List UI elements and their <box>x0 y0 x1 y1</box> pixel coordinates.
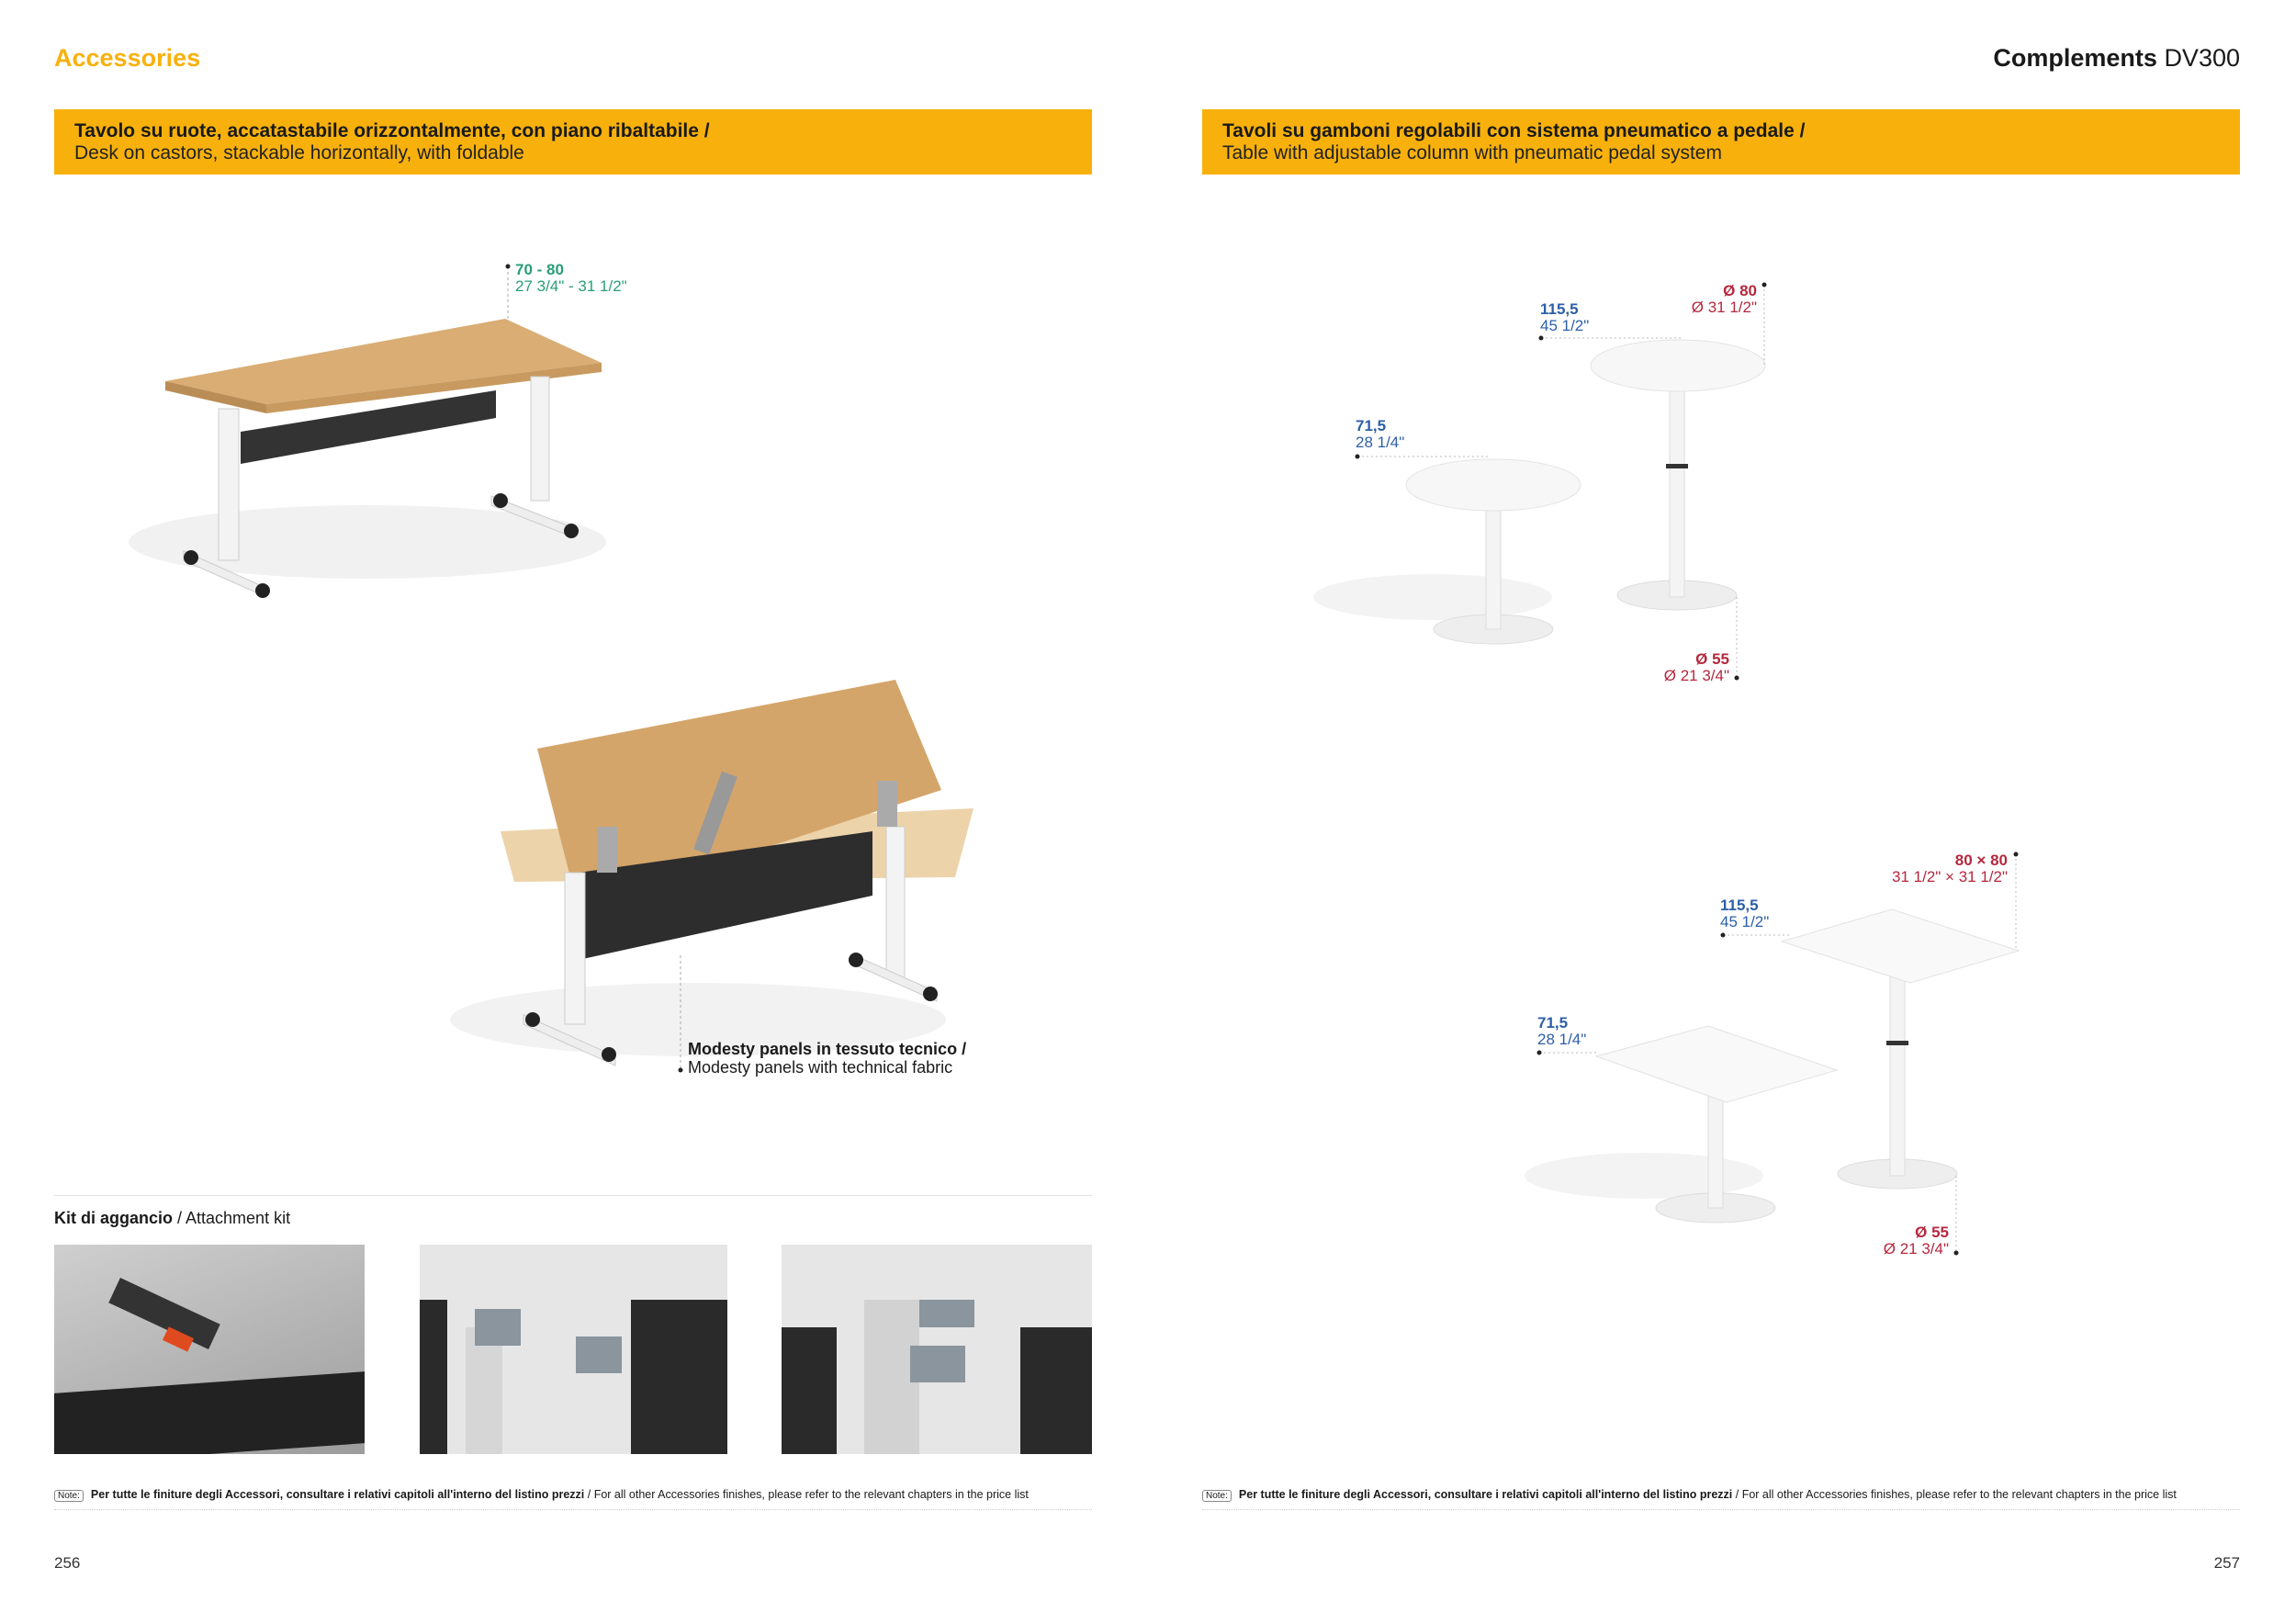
left-footnote: Note: Per tutte le finiture degli Accesso… <box>54 1488 1092 1510</box>
height-cm: 70 - 80 <box>515 261 564 278</box>
modesty-panel-caption: Modesty panels in tessuto tecnico / Mode… <box>688 1040 966 1077</box>
right-footnote: Note: Per tutte le finiture degli Accesso… <box>1202 1488 2240 1510</box>
kit-photo-2 <box>420 1245 727 1454</box>
banner-title-en: Table with adjustable column with pneuma… <box>1222 142 1722 164</box>
section-title: Accessories <box>54 44 201 72</box>
kit-photo-1 <box>54 1245 365 1454</box>
folding-desk-image <box>129 264 606 598</box>
note-en: / For all other Accessories finishes, pl… <box>584 1488 1029 1501</box>
note-it: Per tutte le finiture degli Accessori, c… <box>90 1488 585 1501</box>
folded-desk-image <box>450 680 974 1073</box>
in: Ø 21 3/4" <box>1663 667 1729 684</box>
brand-name: Complements <box>1993 44 2157 72</box>
in: 28 1/4" <box>1537 1031 1587 1048</box>
cm: 115,5 <box>1720 897 1759 914</box>
in: 28 1/4" <box>1356 434 1405 451</box>
banner-title-it: Tavolo su ruote, accatastabile orizzonta… <box>74 120 710 141</box>
cm: 71,5 <box>1356 417 1387 434</box>
in: Ø 31 1/2" <box>1691 299 1757 316</box>
cm: Ø 55 <box>1695 650 1729 668</box>
banner-title-en: Desk on castors, stackable horizontally,… <box>74 142 524 164</box>
page-number-left: 256 <box>54 1554 81 1572</box>
note-en: / For all other Accessories finishes, pl… <box>1732 1488 2177 1501</box>
model-name: DV300 <box>2164 44 2240 72</box>
note-tag: Note: <box>54 1490 84 1502</box>
cm: 115,5 <box>1540 300 1579 318</box>
in: 45 1/2" <box>1720 913 1770 930</box>
catalog-title: Complements DV300 <box>1993 44 2240 73</box>
kit-title-it: Kit di aggancio <box>54 1209 174 1227</box>
banner-title-it: Tavoli su gamboni regolabili con sistema… <box>1222 120 1806 141</box>
in: 31 1/2" × 31 1/2" <box>1892 868 2008 885</box>
in: 45 1/2" <box>1540 317 1590 334</box>
caption-it: Modesty panels in tessuto tecnico / <box>688 1040 967 1058</box>
kit-photo-3 <box>782 1245 1092 1454</box>
divider <box>54 1195 1092 1196</box>
cm: 71,5 <box>1537 1014 1569 1032</box>
caption-en: Modesty panels with technical fabric <box>688 1058 953 1077</box>
round-tables-image <box>1313 282 1767 681</box>
attachment-kit-title: Kit di aggancio / Attachment kit <box>54 1209 290 1228</box>
cm: Ø 80 <box>1723 282 1757 299</box>
page-number-right: 257 <box>2213 1554 2240 1572</box>
cm: Ø 55 <box>1915 1224 1949 1241</box>
in: Ø 21 3/4" <box>1883 1240 1949 1257</box>
right-banner: Tavoli su gamboni regolabili con sistema… <box>1202 109 2240 175</box>
kit-title-en: / Attachment kit <box>173 1209 291 1227</box>
note-tag: Note: <box>1202 1490 1232 1502</box>
cm: 80 × 80 <box>1954 851 2008 869</box>
height-in: 27 3/4" - 31 1/2" <box>515 277 627 295</box>
left-banner: Tavolo su ruote, accatastabile orizzonta… <box>54 109 1092 175</box>
square-tables-image <box>1525 851 2020 1256</box>
note-it: Per tutte le finiture degli Accessori, c… <box>1238 1488 1733 1501</box>
